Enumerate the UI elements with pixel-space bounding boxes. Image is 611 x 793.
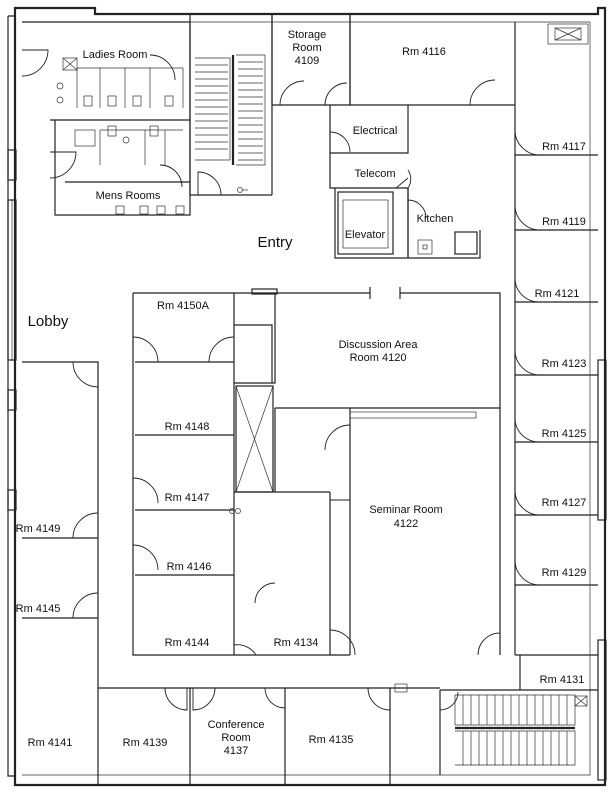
storage-room-label-2: Room bbox=[292, 42, 321, 54]
south-offices bbox=[97, 683, 440, 785]
conference-room-label-1: Conference bbox=[208, 719, 265, 731]
conference-room-label-2: Room bbox=[221, 732, 250, 744]
rm-4141-label: Rm 4141 bbox=[28, 737, 73, 749]
seminar-room-label-2: 4122 bbox=[394, 518, 418, 530]
seminar-room-label-1: Seminar Room bbox=[369, 504, 442, 516]
rm-4127-label: Rm 4127 bbox=[542, 497, 587, 509]
rm-4119-label: Rm 4119 bbox=[542, 216, 586, 228]
rm-4135-label: Rm 4135 bbox=[309, 734, 354, 746]
central-block bbox=[132, 287, 501, 655]
rm-4117-label: Rm 4117 bbox=[542, 141, 586, 153]
rm-4131-label: Rm 4131 bbox=[540, 674, 585, 686]
entry-label: Entry bbox=[257, 234, 293, 251]
restroom-block bbox=[21, 21, 191, 216]
rm-4146-label: Rm 4146 bbox=[167, 561, 212, 573]
rm-4116-label: Rm 4116 bbox=[402, 46, 446, 58]
east-offices bbox=[514, 22, 598, 656]
discussion-area-label-1: Discussion Area bbox=[339, 339, 419, 351]
storage-room-label-1: Storage bbox=[288, 29, 327, 41]
rm-4147-label: Rm 4147 bbox=[165, 492, 210, 504]
rm-4134-label: Rm 4134 bbox=[274, 637, 319, 649]
elevator-label: Elevator bbox=[345, 229, 386, 241]
rm-4148-label: Rm 4148 bbox=[165, 421, 210, 433]
rm-4125-label: Rm 4125 bbox=[542, 428, 587, 440]
rm-4150a-label: Rm 4150A bbox=[157, 300, 210, 312]
north-stairwell bbox=[189, 14, 273, 196]
electrical-label: Electrical bbox=[353, 125, 398, 137]
west-offices bbox=[22, 361, 99, 688]
rm-4121-label: Rm 4121 bbox=[535, 288, 580, 300]
south-stairwell bbox=[439, 655, 598, 775]
ladies-room-label: Ladies Room bbox=[83, 49, 148, 61]
telecom-label: Telecom bbox=[355, 168, 396, 180]
lobby-label: Lobby bbox=[28, 313, 69, 330]
top-rooms bbox=[271, 14, 515, 106]
storage-room-label-3: 4109 bbox=[295, 55, 319, 67]
conference-room-label-3: 4137 bbox=[224, 745, 248, 757]
exterior-walls bbox=[7, 6, 607, 787]
rm-4123-label: Rm 4123 bbox=[542, 358, 587, 370]
kitchen-label: Kitchen bbox=[417, 213, 454, 225]
mens-rooms-label: Mens Rooms bbox=[96, 190, 161, 202]
rm-4149-label: Rm 4149 bbox=[16, 523, 61, 535]
discussion-area-label-2: Room 4120 bbox=[350, 352, 407, 364]
rm-4144-label: Rm 4144 bbox=[165, 637, 210, 649]
service-core bbox=[329, 105, 481, 259]
rm-4145-label: Rm 4145 bbox=[16, 603, 61, 615]
rm-4129-label: Rm 4129 bbox=[542, 567, 587, 579]
rm-4139-label: Rm 4139 bbox=[123, 737, 168, 749]
